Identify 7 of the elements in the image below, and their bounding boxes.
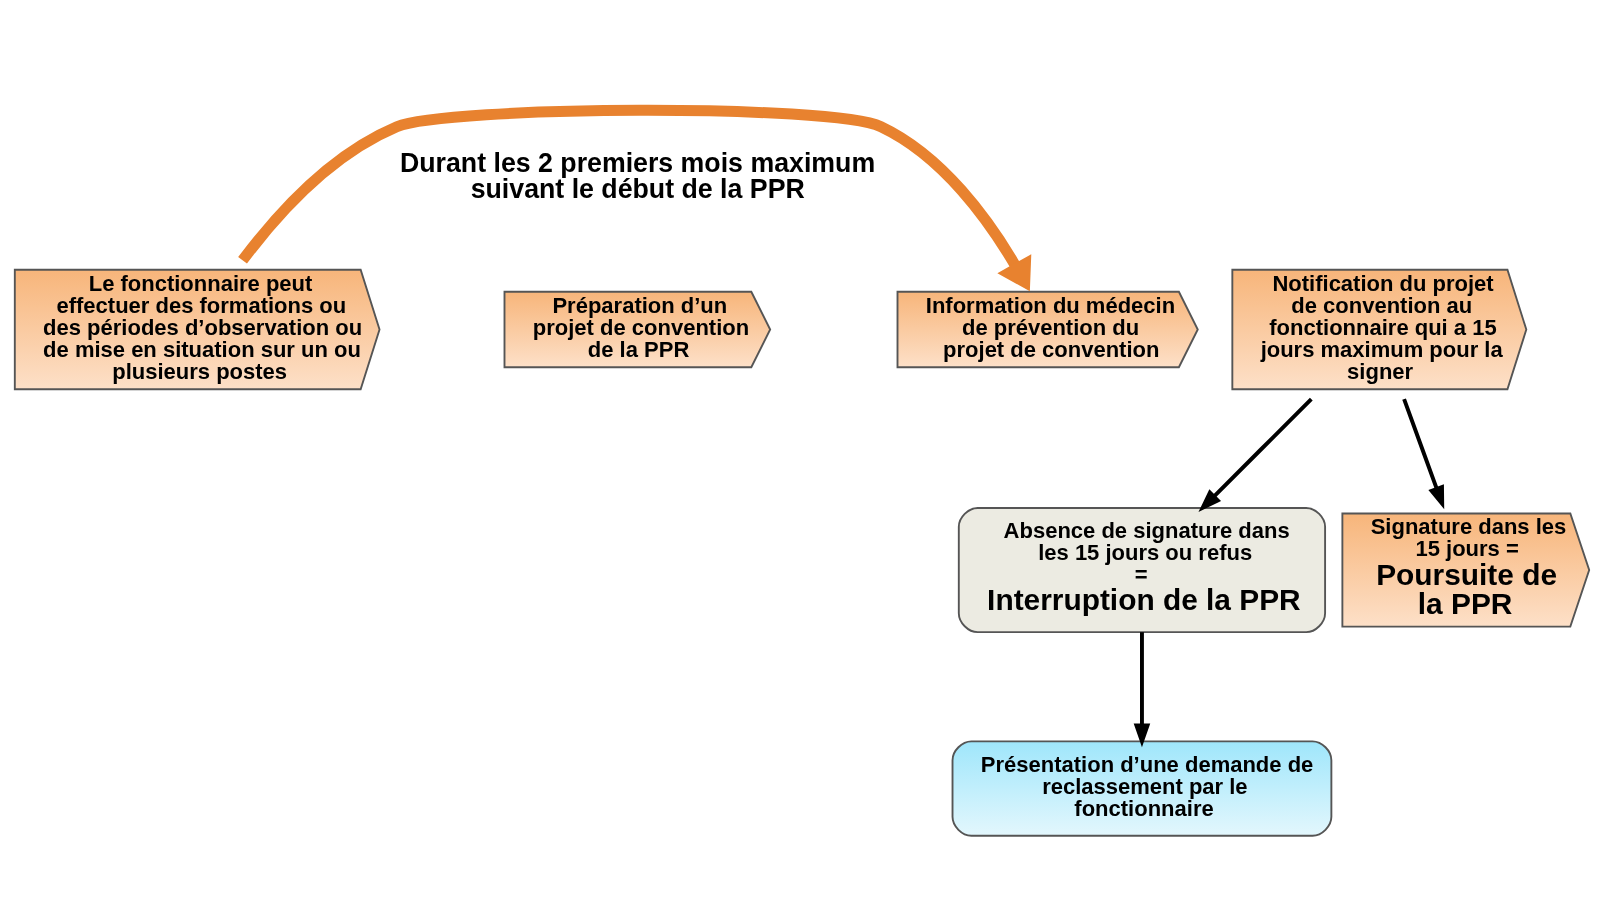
node-box: Absence de signature dans les 15 jours ou refus = Interruption de la PPR bbox=[957, 507, 1327, 634]
arrow bbox=[1198, 397, 1313, 512]
arrow bbox=[1133, 632, 1151, 748]
arrow bbox=[238, 104, 1032, 292]
node-box: Présentation d’une demande de reclassement par le fonctionnaire bbox=[951, 740, 1333, 837]
edge-label: Durant les 2 premiers mois maximum suivant le début de la PPR bbox=[399, 147, 876, 205]
arrow bbox=[1402, 398, 1445, 510]
